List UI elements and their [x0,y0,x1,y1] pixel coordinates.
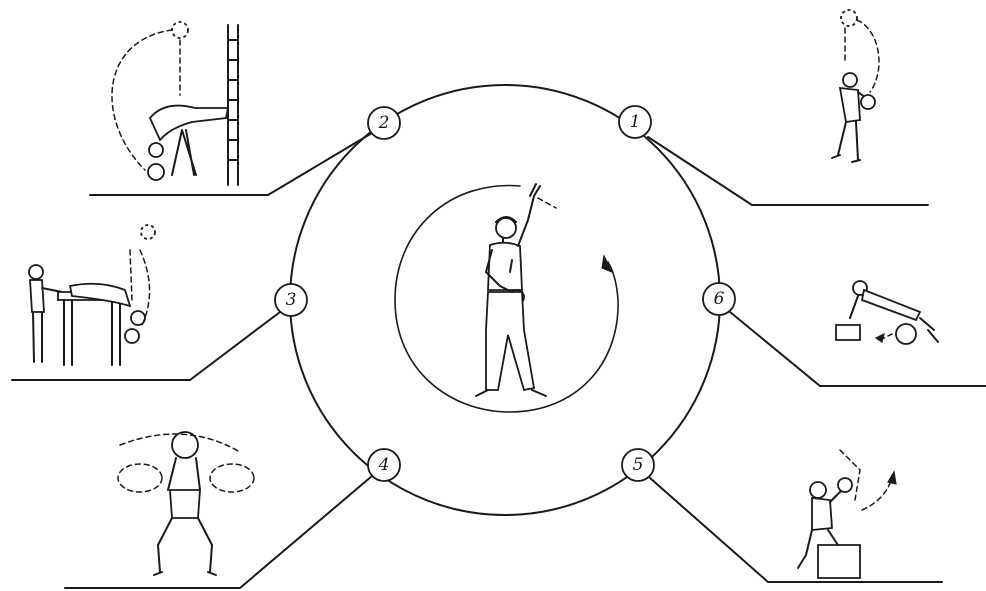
station-6-athlete-figure [836,281,938,344]
station-4-athlete-figure [118,432,254,575]
station-1-number: 1 [630,112,641,132]
station-3-leader-line [12,312,280,380]
station-5-number: 5 [633,455,644,475]
station-6-number: 6 [714,289,725,309]
center-athlete-figure [476,184,556,396]
rotation-arrowhead [602,256,612,272]
station-3-athlete-figure [29,225,155,365]
station-2-leader-line [90,133,372,195]
station-6: 6 [703,281,986,386]
station-2-athlete-figure [112,22,238,185]
station-1: 1 [619,10,928,205]
station-4: 4 [65,432,400,588]
station-5-athlete-figure [798,450,896,578]
station-2-number: 2 [378,113,390,133]
station-5-leader-line [650,478,942,582]
station-5: 5 [622,449,942,582]
station-1-athlete-figure [832,10,879,162]
station-2: 2 [90,22,400,195]
station-4-number: 4 [378,455,390,475]
station-3: 3 [12,225,307,380]
station-4-leader-line [65,476,372,588]
station-3-number: 3 [286,290,297,310]
station-6-leader-line [730,312,986,386]
station-1-leader-line [648,137,928,205]
